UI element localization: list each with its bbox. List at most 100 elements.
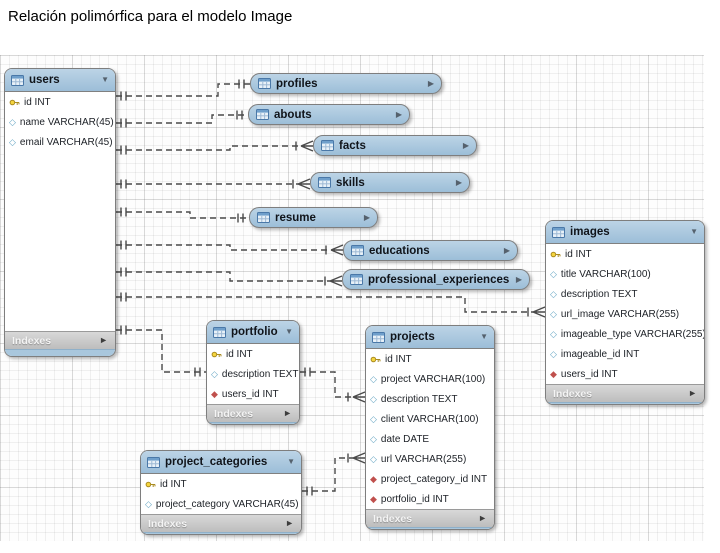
table-images[interactable]: images ▼ id INT ◇ title VARCHAR(100) ◇ d…	[545, 220, 705, 405]
expand-icon[interactable]: ▶	[363, 212, 370, 222]
relationship-users-educations[interactable]	[116, 240, 344, 256]
indexes-bar[interactable]: Indexes ►	[207, 404, 299, 422]
table-icon	[147, 456, 160, 468]
primary-key-icon	[145, 479, 156, 490]
collapse-icon[interactable]: ▼	[101, 75, 109, 84]
table-abouts[interactable]: abouts ▶	[248, 104, 410, 125]
column-row[interactable]: ◇ date DATE	[366, 429, 494, 449]
column-icon: ◇	[9, 136, 16, 147]
column-row[interactable]: id INT	[546, 244, 704, 264]
page-title: Relación polimórfica para el modelo Imag…	[8, 8, 293, 25]
column-row[interactable]: ◇ imageable_type VARCHAR(255)	[546, 324, 704, 344]
indexes-bar[interactable]: Indexes ►	[546, 384, 704, 402]
relationship-portfolio-projects[interactable]	[300, 367, 366, 403]
column-row[interactable]: ◇ description TEXT	[366, 389, 494, 409]
column-text: portfolio_id INT	[380, 493, 449, 505]
column-text: description TEXT	[221, 368, 299, 380]
table-portfolio-header[interactable]: portfolio ▼	[207, 321, 299, 344]
indexes-label: Indexes	[148, 517, 188, 530]
column-row[interactable]: ◇ description TEXT	[207, 364, 299, 384]
table-name: profiles	[276, 77, 318, 90]
column-row[interactable]: ◇ email VARCHAR(45)	[5, 132, 115, 152]
column-row[interactable]: ◆ portfolio_id INT	[366, 489, 494, 509]
table-footer	[546, 402, 704, 404]
column-icon: ◇	[211, 368, 218, 379]
collapse-icon[interactable]: ▼	[690, 227, 698, 236]
column-row[interactable]: ◆ users_id INT	[207, 384, 299, 404]
table-portfolio[interactable]: portfolio ▼ id INT ◇ description TEXT ◆ …	[206, 320, 300, 425]
column-row[interactable]: ◇ name VARCHAR(45)	[5, 112, 115, 132]
indexes-bar[interactable]: Indexes ►	[141, 514, 301, 532]
indexes-expand-icon[interactable]: ►	[478, 513, 487, 523]
expand-icon[interactable]: ▶	[455, 177, 462, 187]
column-row[interactable]: ◆ project_category_id INT	[366, 469, 494, 489]
indexes-expand-icon[interactable]: ►	[99, 335, 108, 345]
table-images-header[interactable]: images ▼	[546, 221, 704, 244]
relationship-users-abouts[interactable]	[116, 110, 248, 128]
collapse-icon[interactable]: ▼	[285, 327, 293, 336]
column-row[interactable]: ◇ imageable_id INT	[546, 344, 704, 364]
table-professional-experiences[interactable]: professional_experiences ▶	[342, 269, 530, 290]
column-row[interactable]: id INT	[5, 92, 115, 112]
column-row[interactable]: id INT	[141, 474, 301, 494]
table-project-categories-header[interactable]: project_categories ▼	[141, 451, 301, 474]
grid-canvas[interactable]: users ▼ id INT ◇ name VARCHAR(45) ◇ emai…	[0, 55, 705, 541]
table-users-header[interactable]: users ▼	[5, 69, 115, 92]
indexes-expand-icon[interactable]: ►	[285, 518, 294, 528]
primary-key-icon	[370, 354, 381, 365]
table-resume[interactable]: resume ▶	[249, 207, 378, 228]
table-skills[interactable]: skills ▶	[310, 172, 470, 193]
relationship-users-images[interactable]	[116, 292, 546, 318]
relationship-users-skills[interactable]	[116, 178, 311, 190]
table-projects-header[interactable]: projects ▼	[366, 326, 494, 349]
indexes-expand-icon[interactable]: ►	[688, 388, 697, 398]
expand-icon[interactable]: ▶	[503, 245, 510, 255]
relationship-users-facts[interactable]	[116, 140, 314, 155]
column-row[interactable]: ◇ description TEXT	[546, 284, 704, 304]
primary-key-icon	[9, 97, 20, 108]
column-icon: ◇	[550, 288, 557, 299]
expand-icon[interactable]: ▶	[462, 140, 469, 150]
relationship-users-professional-experiences[interactable]	[116, 267, 343, 287]
indexes-bar[interactable]: Indexes ►	[5, 331, 115, 349]
column-row[interactable]: ◇ project VARCHAR(100)	[366, 369, 494, 389]
column-row[interactable]: ◇ url VARCHAR(255)	[366, 449, 494, 469]
column-row[interactable]: ◇ client VARCHAR(100)	[366, 409, 494, 429]
column-text: project VARCHAR(100)	[380, 373, 486, 385]
table-educations[interactable]: educations ▶	[343, 240, 518, 261]
table-facts[interactable]: facts ▶	[313, 135, 477, 156]
expand-icon[interactable]: ▶	[395, 109, 402, 119]
table-name: skills	[336, 176, 365, 189]
table-icon	[258, 78, 271, 89]
primary-key-icon	[550, 249, 561, 260]
table-projects[interactable]: projects ▼ id INT ◇ project VARCHAR(100)…	[365, 325, 495, 530]
table-project-categories[interactable]: project_categories ▼ id INT ◇ project_ca…	[140, 450, 302, 535]
column-row[interactable]: ◆ users_id INT	[546, 364, 704, 384]
indexes-bar[interactable]: Indexes ►	[366, 509, 494, 527]
column-row[interactable]: id INT	[207, 344, 299, 364]
indexes-expand-icon[interactable]: ►	[283, 408, 292, 418]
indexes-label: Indexes	[373, 512, 413, 525]
relationship-users-profiles[interactable]	[116, 79, 250, 101]
column-row[interactable]: ◇ project_category VARCHAR(45)	[141, 494, 301, 514]
collapse-icon[interactable]: ▼	[480, 332, 488, 341]
column-row[interactable]: ◇ title VARCHAR(100)	[546, 264, 704, 284]
relationship-users-resume[interactable]	[116, 207, 249, 223]
column-text: imageable_type VARCHAR(255)	[560, 328, 705, 340]
table-name: facts	[339, 139, 366, 152]
column-text: url VARCHAR(255)	[380, 453, 467, 465]
column-text: description TEXT	[560, 288, 638, 300]
relationship-users-portfolio[interactable]	[116, 325, 206, 377]
column-text: email VARCHAR(45)	[19, 136, 113, 148]
expand-icon[interactable]: ▶	[515, 274, 522, 284]
column-row[interactable]: ◇ url_image VARCHAR(255)	[546, 304, 704, 324]
relationship-project-categories-projects[interactable]	[302, 452, 366, 496]
expand-icon[interactable]: ▶	[427, 78, 434, 88]
table-name: projects	[390, 331, 435, 343]
collapse-icon[interactable]: ▼	[287, 457, 295, 466]
table-name: portfolio	[231, 326, 278, 338]
table-users[interactable]: users ▼ id INT ◇ name VARCHAR(45) ◇ emai…	[4, 68, 116, 357]
column-row[interactable]: id INT	[366, 349, 494, 369]
table-name: project_categories	[165, 456, 268, 468]
table-profiles[interactable]: profiles ▶	[250, 73, 442, 94]
